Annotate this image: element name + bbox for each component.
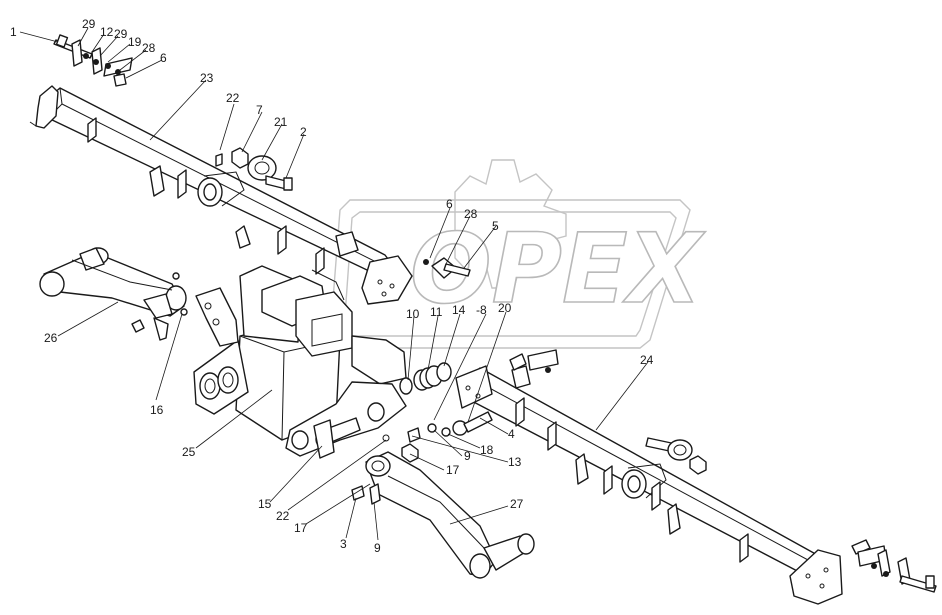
callout-5: 5 xyxy=(492,219,499,233)
callout-14: 14 xyxy=(452,303,466,317)
left-boom-beam xyxy=(29,85,413,305)
callout-16: 16 xyxy=(150,403,164,417)
callout-13: 13 xyxy=(508,455,522,469)
callout-28: 28 xyxy=(142,41,156,55)
watermark: OPEX xyxy=(329,159,706,349)
callout-24: 24 xyxy=(640,353,654,367)
callout-9: 9 xyxy=(464,449,471,463)
callout-20: 20 xyxy=(498,301,512,315)
right-boom-beam xyxy=(455,365,843,605)
callout-10: 10 xyxy=(406,307,420,321)
callout-12: 12 xyxy=(100,25,114,39)
callout-8: -8 xyxy=(476,303,487,317)
callout-22-second: 22 xyxy=(276,509,290,523)
callout-17-second: 17 xyxy=(294,521,308,535)
callout-21: 21 xyxy=(274,115,288,129)
callout-1: 1 xyxy=(10,25,17,39)
watermark-gear xyxy=(454,159,567,289)
callout-labels: 1 29 12 29 19 28 6 23 22 7 21 2 6 28 5 1… xyxy=(10,17,654,555)
callout-6-second: 6 xyxy=(446,197,453,211)
central-frame xyxy=(193,265,407,441)
callout-7: 7 xyxy=(256,103,263,117)
callout-29-second: 29 xyxy=(114,27,128,41)
hardware xyxy=(53,34,937,593)
callout-28-second: 28 xyxy=(464,207,478,221)
callout-11: 11 xyxy=(430,305,443,319)
callout-4: 4 xyxy=(508,427,515,441)
callout-17: 17 xyxy=(446,463,460,477)
hinge-bracket xyxy=(285,381,407,459)
callout-22: 22 xyxy=(226,91,240,105)
leader-lines xyxy=(19,27,649,541)
callout-23: 23 xyxy=(200,71,214,85)
callout-15: 15 xyxy=(258,497,272,511)
callout-27: 27 xyxy=(510,497,524,511)
callout-19: 19 xyxy=(128,35,142,49)
callout-9-second: 9 xyxy=(374,541,381,555)
callout-25: 25 xyxy=(182,445,196,459)
left-lift-arm xyxy=(39,247,187,341)
right-lift-arm xyxy=(365,451,535,579)
callout-3: 3 xyxy=(340,537,347,551)
callout-6: 6 xyxy=(160,51,167,65)
callout-26: 26 xyxy=(44,331,58,345)
callout-18: 18 xyxy=(480,443,494,457)
callout-2: 2 xyxy=(300,125,307,139)
callout-29: 29 xyxy=(82,17,96,31)
